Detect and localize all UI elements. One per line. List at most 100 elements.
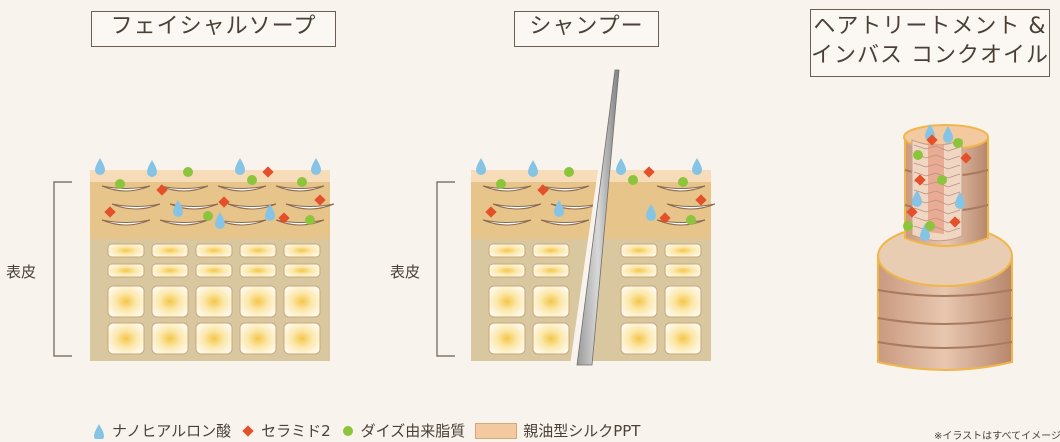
illustration-note: ※イラストはすべてイメージ [934, 431, 1060, 442]
cortex-crack [913, 144, 961, 152]
soy-lipid-particle [203, 211, 213, 221]
skin-cell [239, 243, 277, 258]
skin-cell [488, 322, 526, 355]
legend-label-silk-ppt: 親油型シルクPPT [523, 422, 641, 440]
skin-cell [239, 263, 277, 278]
skin-flake [666, 203, 716, 210]
skin-cell [107, 285, 145, 318]
skin-cell [283, 263, 321, 278]
skin-cell [151, 322, 189, 355]
cortex-crack [913, 207, 961, 215]
skin-cell [283, 285, 321, 318]
skin-flake [492, 203, 542, 210]
skin-flake [656, 185, 706, 192]
skin-cell [283, 243, 321, 258]
panel-title-shampoo: シャンプー [514, 11, 659, 47]
skin-flake [540, 219, 590, 226]
skin-cell [488, 285, 526, 318]
skin-cell [620, 263, 658, 278]
skin-cell [620, 285, 658, 318]
skin-flake [227, 203, 277, 210]
legend: ナノヒアルロン酸 セラミド2 ダイズ由来脂質 親油型シルクPPT [92, 420, 640, 441]
skin-flake [111, 203, 161, 210]
skin-cell [664, 243, 702, 258]
panel-title-treatment-line1: ヘアトリートメント & [813, 14, 1047, 39]
cortex-crack [913, 162, 961, 170]
legend-label-hyaluronic: ナノヒアルロン酸 [112, 422, 232, 440]
soy-lipid-particle [297, 177, 307, 187]
epidermis-label-middle: 表皮 [390, 263, 421, 281]
skin-flake [101, 185, 151, 192]
hair-shaft-needle [570, 69, 620, 366]
hyaluronic-particle [476, 158, 486, 175]
skin-cell [532, 285, 570, 318]
skin-cell [620, 322, 658, 355]
skin-cell [532, 322, 570, 355]
legend-item-ceramide: セラミド2 [241, 420, 331, 441]
cortex-crack [913, 189, 961, 197]
skin-cell [107, 243, 145, 258]
skin-flake [540, 185, 590, 192]
diamond-icon [242, 424, 254, 437]
hyaluronic-particle [616, 158, 626, 175]
skin-cell [664, 285, 702, 318]
soy-lipid-particle [903, 221, 913, 231]
legend-label-ceramide: セラミド2 [261, 422, 331, 440]
legend-label-soy-lipid: ダイズ由来脂質 [360, 422, 466, 440]
skin-flake [285, 203, 335, 210]
skin-flake [482, 219, 532, 226]
hyaluronic-particle [692, 158, 702, 175]
skin-flake [217, 219, 267, 226]
soy-lipid-particle [247, 175, 257, 185]
hyaluronic-particle [95, 158, 105, 175]
soy-lipid-particle [913, 150, 923, 160]
skin-block-facial-soap [90, 158, 335, 361]
hyaluronic-particle [147, 160, 157, 177]
bracket-middle [436, 181, 455, 357]
skin-cell [283, 322, 321, 355]
soy-lipid-particle [953, 138, 963, 148]
skin-flake [159, 185, 209, 192]
skin-cell [664, 263, 702, 278]
soy-lipid-particle [305, 215, 315, 225]
skin-flake [482, 185, 532, 192]
cortex-crack [913, 198, 961, 206]
cortex-crack [913, 171, 961, 179]
skin-cell [195, 285, 233, 318]
hyaluronic-particle [311, 158, 321, 175]
skin-cell [195, 322, 233, 355]
hyaluronic-particle [235, 158, 245, 175]
panel-title-treatment-line2: インバス コンクオイル [811, 43, 1049, 68]
legend-item-silk-ppt: 親油型シルクPPT [475, 420, 640, 441]
skin-cell [107, 322, 145, 355]
skin-cell [151, 263, 189, 278]
soy-lipid-particle [628, 175, 638, 185]
soy-lipid-particle [937, 175, 947, 185]
soy-lipid-particle [183, 167, 193, 177]
skin-cell [664, 322, 702, 355]
cortex-crack [913, 225, 961, 233]
hair-cross-section [877, 124, 1013, 371]
skin-cell [532, 243, 570, 258]
skin-flake [101, 219, 151, 226]
legend-item-soy-lipid: ダイズ由来脂質 [341, 420, 466, 441]
soy-lipid-particle [925, 221, 935, 231]
droplet-icon [94, 423, 104, 439]
skin-cell [239, 285, 277, 318]
skin-cell [195, 243, 233, 258]
dot-icon [342, 425, 353, 436]
bracket-left [53, 181, 72, 357]
skin-cell [151, 285, 189, 318]
skin-cell [488, 263, 526, 278]
panel-title-treatment: ヘアトリートメント & インバス コンクオイル [810, 9, 1050, 77]
swatch-icon [475, 422, 518, 439]
skin-cell [151, 243, 189, 258]
skin-cell [239, 322, 277, 355]
skin-cell [488, 243, 526, 258]
skin-cell [532, 263, 570, 278]
hyaluronic-particle [528, 160, 538, 177]
cortex-crack [913, 180, 961, 188]
skin-flake [217, 185, 267, 192]
panel-title-facial-soap: フェイシャルソープ [91, 11, 336, 47]
